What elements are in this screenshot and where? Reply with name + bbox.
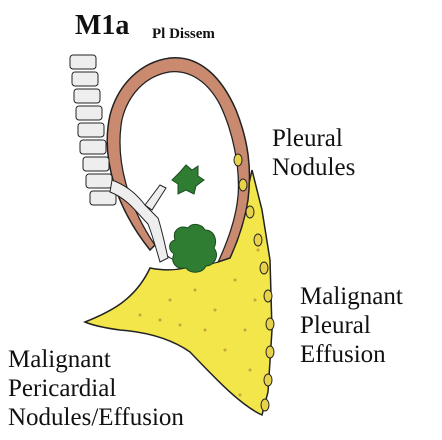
label-line: Pericardial	[8, 375, 184, 404]
label-line: Pleural	[272, 125, 355, 154]
label-line: Malignant	[8, 346, 184, 375]
label-line: Malignant	[300, 283, 403, 312]
label-pleural-nodules: Pleural Nodules	[272, 125, 355, 183]
stage-subtitle: Pl Dissem	[152, 27, 215, 42]
label-malignant-pericardial: Malignant Pericardial Nodules/Effusion	[8, 346, 184, 432]
stage-title: M1a	[75, 12, 129, 40]
label-line: Effusion	[300, 341, 403, 370]
label-line: Nodules/Effusion	[8, 404, 184, 433]
label-line: Pleural	[300, 312, 403, 341]
hilar-tumor	[170, 224, 217, 272]
label-malignant-pleural-effusion: Malignant Pleural Effusion	[300, 283, 403, 369]
label-line: Nodules	[272, 154, 355, 183]
